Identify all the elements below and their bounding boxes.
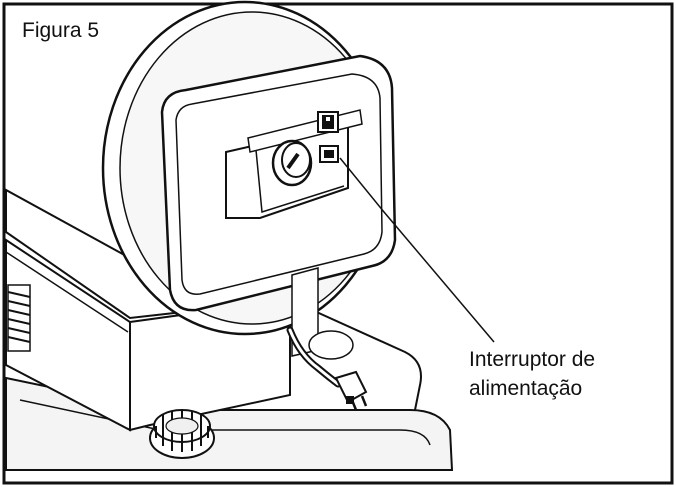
callout-line-2: alimentação (469, 377, 583, 400)
fuel-cap (149, 409, 215, 459)
body-edge-line (5, 251, 129, 333)
recess-bevel (255, 149, 345, 213)
base-tray (5, 376, 454, 471)
vent-grille (7, 284, 31, 352)
plug (334, 370, 368, 411)
thermostat-knob (271, 139, 313, 187)
indicator-light (317, 111, 339, 133)
callout-line-1: Interruptor de (469, 348, 596, 371)
base-tray-inner-edge (19, 399, 431, 446)
figure-title: Figura 5 (22, 19, 100, 42)
callout-leader-line (339, 157, 495, 343)
tray-port (308, 330, 354, 360)
power-switch-callout: Interruptor de alimentação (469, 345, 595, 403)
tray-rim (289, 299, 422, 411)
power-switch (319, 145, 339, 163)
power-cord-core (288, 328, 340, 386)
